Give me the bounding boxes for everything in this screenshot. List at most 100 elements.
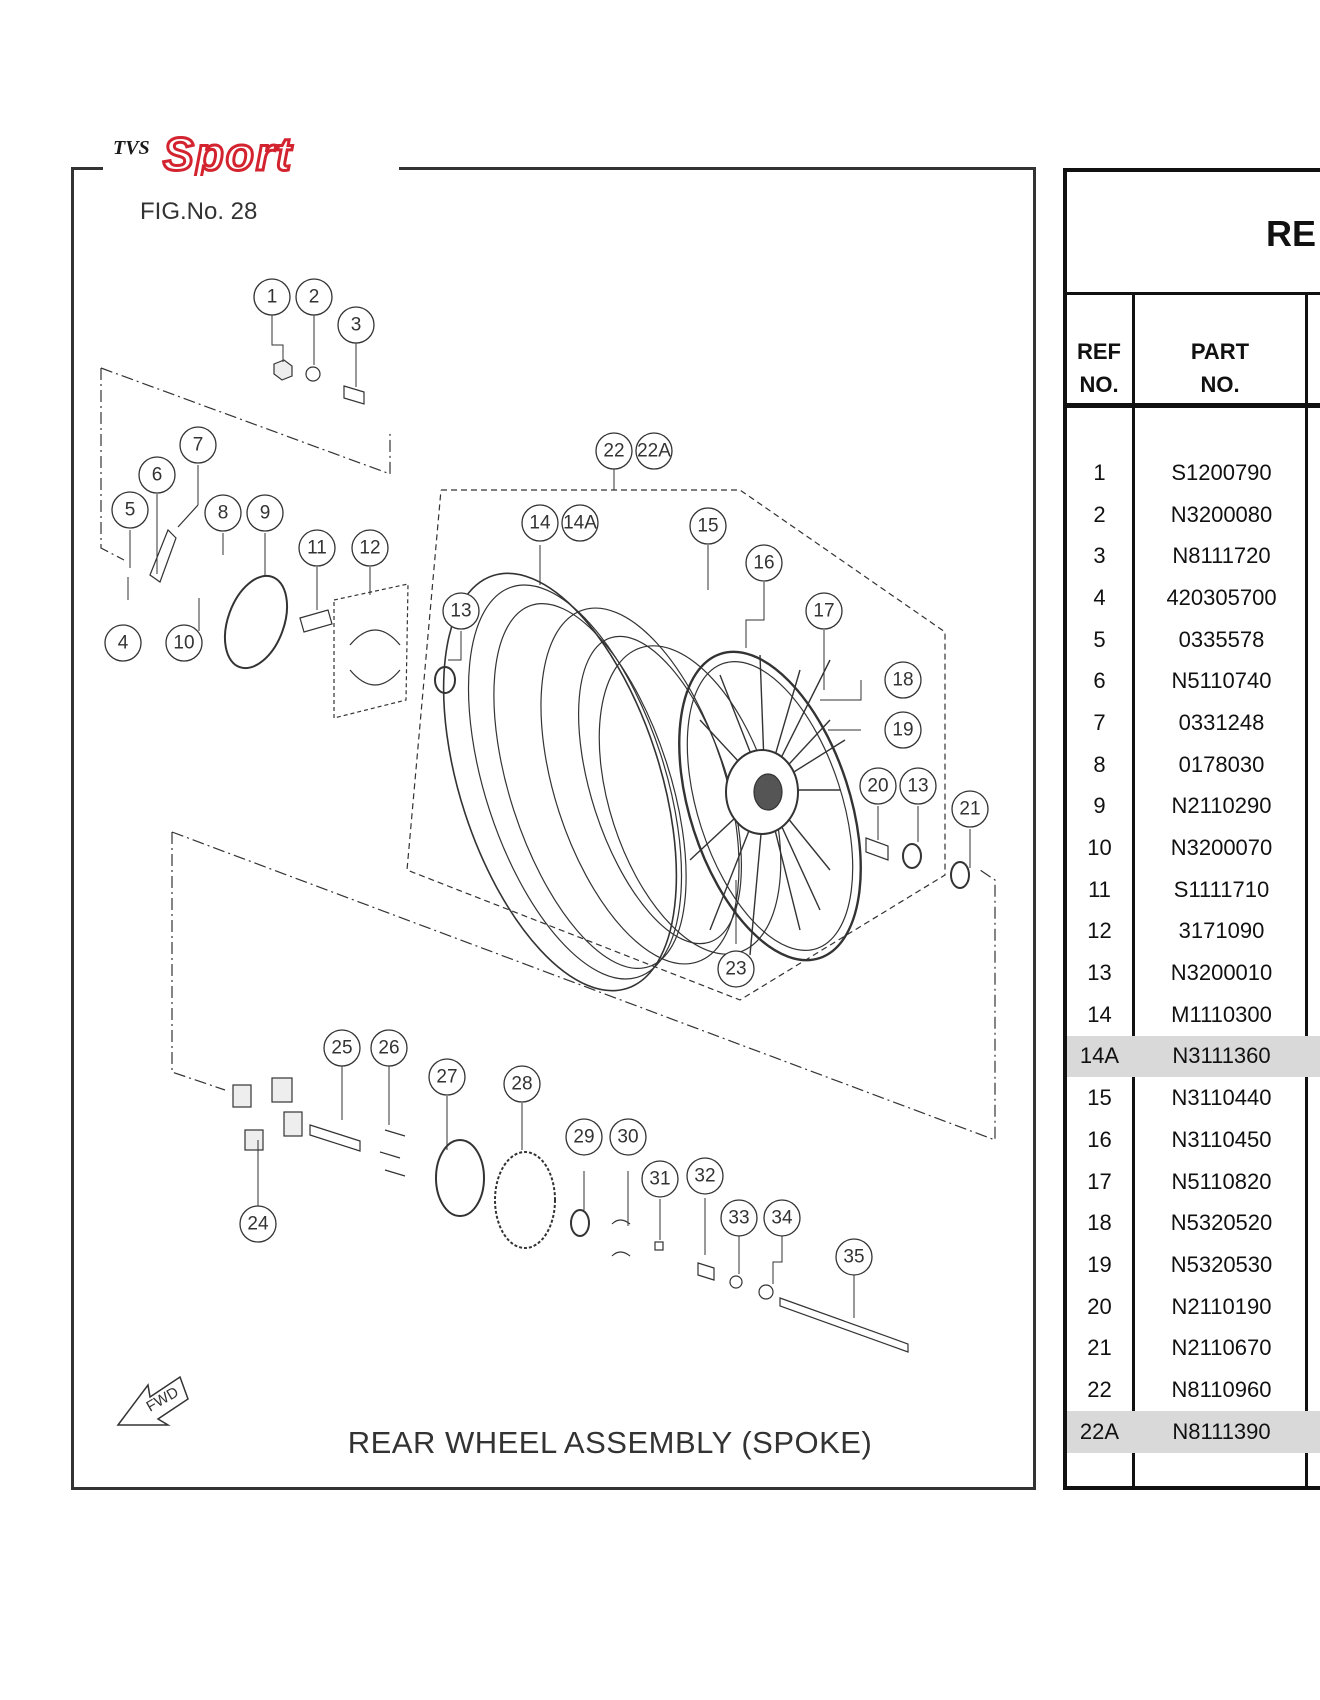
- part-no-cell: 0178030: [1178, 751, 1265, 777]
- brake-shoe-group-outline: [333, 583, 409, 719]
- rim-drawing: [678, 650, 862, 962]
- part-no-cell: M1110300: [1171, 1001, 1272, 1027]
- ref-no-cell: 20: [1087, 1293, 1112, 1319]
- callout-6: 6: [138, 456, 176, 494]
- callout-33: 33: [720, 1199, 758, 1237]
- column-divider: [1305, 292, 1308, 1490]
- svg-text:19: 19: [892, 720, 913, 741]
- oring-drawing: [950, 861, 970, 889]
- wheel-group-outline: [406, 489, 946, 1001]
- ref-no-cell: 22A: [1079, 1418, 1120, 1444]
- callout-10: 10: [165, 624, 203, 662]
- diagram-frame: [71, 167, 1036, 1490]
- ref-no-cell: 14: [1087, 1001, 1112, 1027]
- part-no-cell: N2110670: [1171, 1335, 1272, 1361]
- nut-drawing: [273, 359, 293, 381]
- callout-14A: 14A: [561, 504, 599, 542]
- sprocket-drawing: [494, 1151, 556, 1249]
- brake-cam-drawing: [299, 609, 333, 633]
- svg-text:14: 14: [529, 513, 551, 534]
- callout-7: 7: [179, 426, 217, 464]
- callout-8: 8: [204, 494, 242, 532]
- svg-text:13: 13: [907, 776, 928, 797]
- part-no-cell: N3200070: [1170, 835, 1273, 861]
- svg-text:17: 17: [813, 601, 834, 622]
- part-header-line1: PART: [1190, 339, 1250, 364]
- bearing-left-drawing: [434, 666, 456, 694]
- part-no-cell: S1111710: [1173, 876, 1270, 902]
- nut-axle-drawing: [729, 1275, 743, 1289]
- callout-18: 18: [884, 661, 922, 699]
- part-no-cell: 420305700: [1166, 584, 1277, 610]
- ref-no-cell: 8: [1093, 751, 1106, 777]
- part-no-header: PART NO.: [1135, 335, 1305, 401]
- tyre-drawing: [442, 572, 687, 992]
- svg-text:24: 24: [247, 1214, 269, 1235]
- spring-drawing: [177, 504, 199, 528]
- table-row: 14 M1110300: [1067, 994, 1320, 1036]
- ref-no-cell: 12: [1087, 918, 1112, 944]
- callout-27: 27: [428, 1058, 466, 1096]
- callout-35: 35: [835, 1238, 873, 1276]
- callout-28: 28: [503, 1065, 541, 1103]
- callout-13: 13: [442, 592, 480, 630]
- svg-text:10: 10: [173, 633, 194, 654]
- callout-14: 14: [521, 504, 559, 542]
- callout-29: 29: [565, 1118, 603, 1156]
- figure-number: FIG.No. 28: [140, 198, 258, 225]
- ref-no-cell: 19: [1087, 1251, 1112, 1277]
- callout-2: 2: [295, 278, 333, 316]
- callout-11: 11: [298, 529, 336, 567]
- tvs-sport-logo: TVS Sport: [103, 127, 399, 182]
- svg-text:3: 3: [351, 315, 362, 336]
- damper-rubbers-drawing: [232, 1077, 303, 1151]
- ref-no-cell: 17: [1087, 1168, 1112, 1194]
- fwd-arrow-icon: [116, 1375, 189, 1426]
- part-no-cell: S1200790: [1171, 459, 1272, 485]
- svg-text:9: 9: [260, 503, 271, 524]
- bearing-hub-drawing: [570, 1209, 590, 1237]
- callout-30: 30: [609, 1118, 647, 1156]
- ref-header-line2: NO.: [1079, 372, 1119, 397]
- tube-drawing: [540, 607, 743, 965]
- callout-25: 25: [323, 1029, 361, 1067]
- callout-32: 32: [686, 1157, 724, 1195]
- circlip-drawing: [611, 1219, 631, 1257]
- ref-no-cell: 13: [1087, 960, 1112, 986]
- callout-15: 15: [689, 507, 727, 545]
- bearing-right-drawing: [902, 843, 922, 869]
- ref-no-cell: 15: [1087, 1085, 1112, 1111]
- header-top-rule: [1063, 292, 1320, 295]
- ref-header-line1: REF: [1077, 339, 1121, 364]
- brake-panel-group-outline: [100, 367, 391, 561]
- svg-text:14A: 14A: [563, 513, 597, 534]
- callout-21: 21: [951, 790, 989, 828]
- nut-small-drawing: [654, 1241, 664, 1251]
- part-no-cell: 0331248: [1178, 709, 1265, 735]
- table-row: 8 0178030: [1067, 744, 1320, 786]
- callout-9: 9: [246, 494, 284, 532]
- callout-20: 20: [859, 767, 897, 805]
- part-no-cell: N8111720: [1172, 543, 1271, 569]
- callout-1: 1: [253, 278, 291, 316]
- callout-17: 17: [805, 592, 843, 630]
- part-no-cell: N5320530: [1170, 1251, 1273, 1277]
- svg-text:6: 6: [152, 465, 163, 486]
- svg-text:16: 16: [753, 553, 774, 574]
- ref-no-cell: 18: [1087, 1210, 1112, 1236]
- callout-23: 23: [717, 950, 755, 988]
- svg-text:30: 30: [617, 1127, 638, 1148]
- logo-name: Sport: [163, 130, 293, 176]
- callout-12: 12: [351, 529, 389, 567]
- svg-text:34: 34: [771, 1208, 793, 1229]
